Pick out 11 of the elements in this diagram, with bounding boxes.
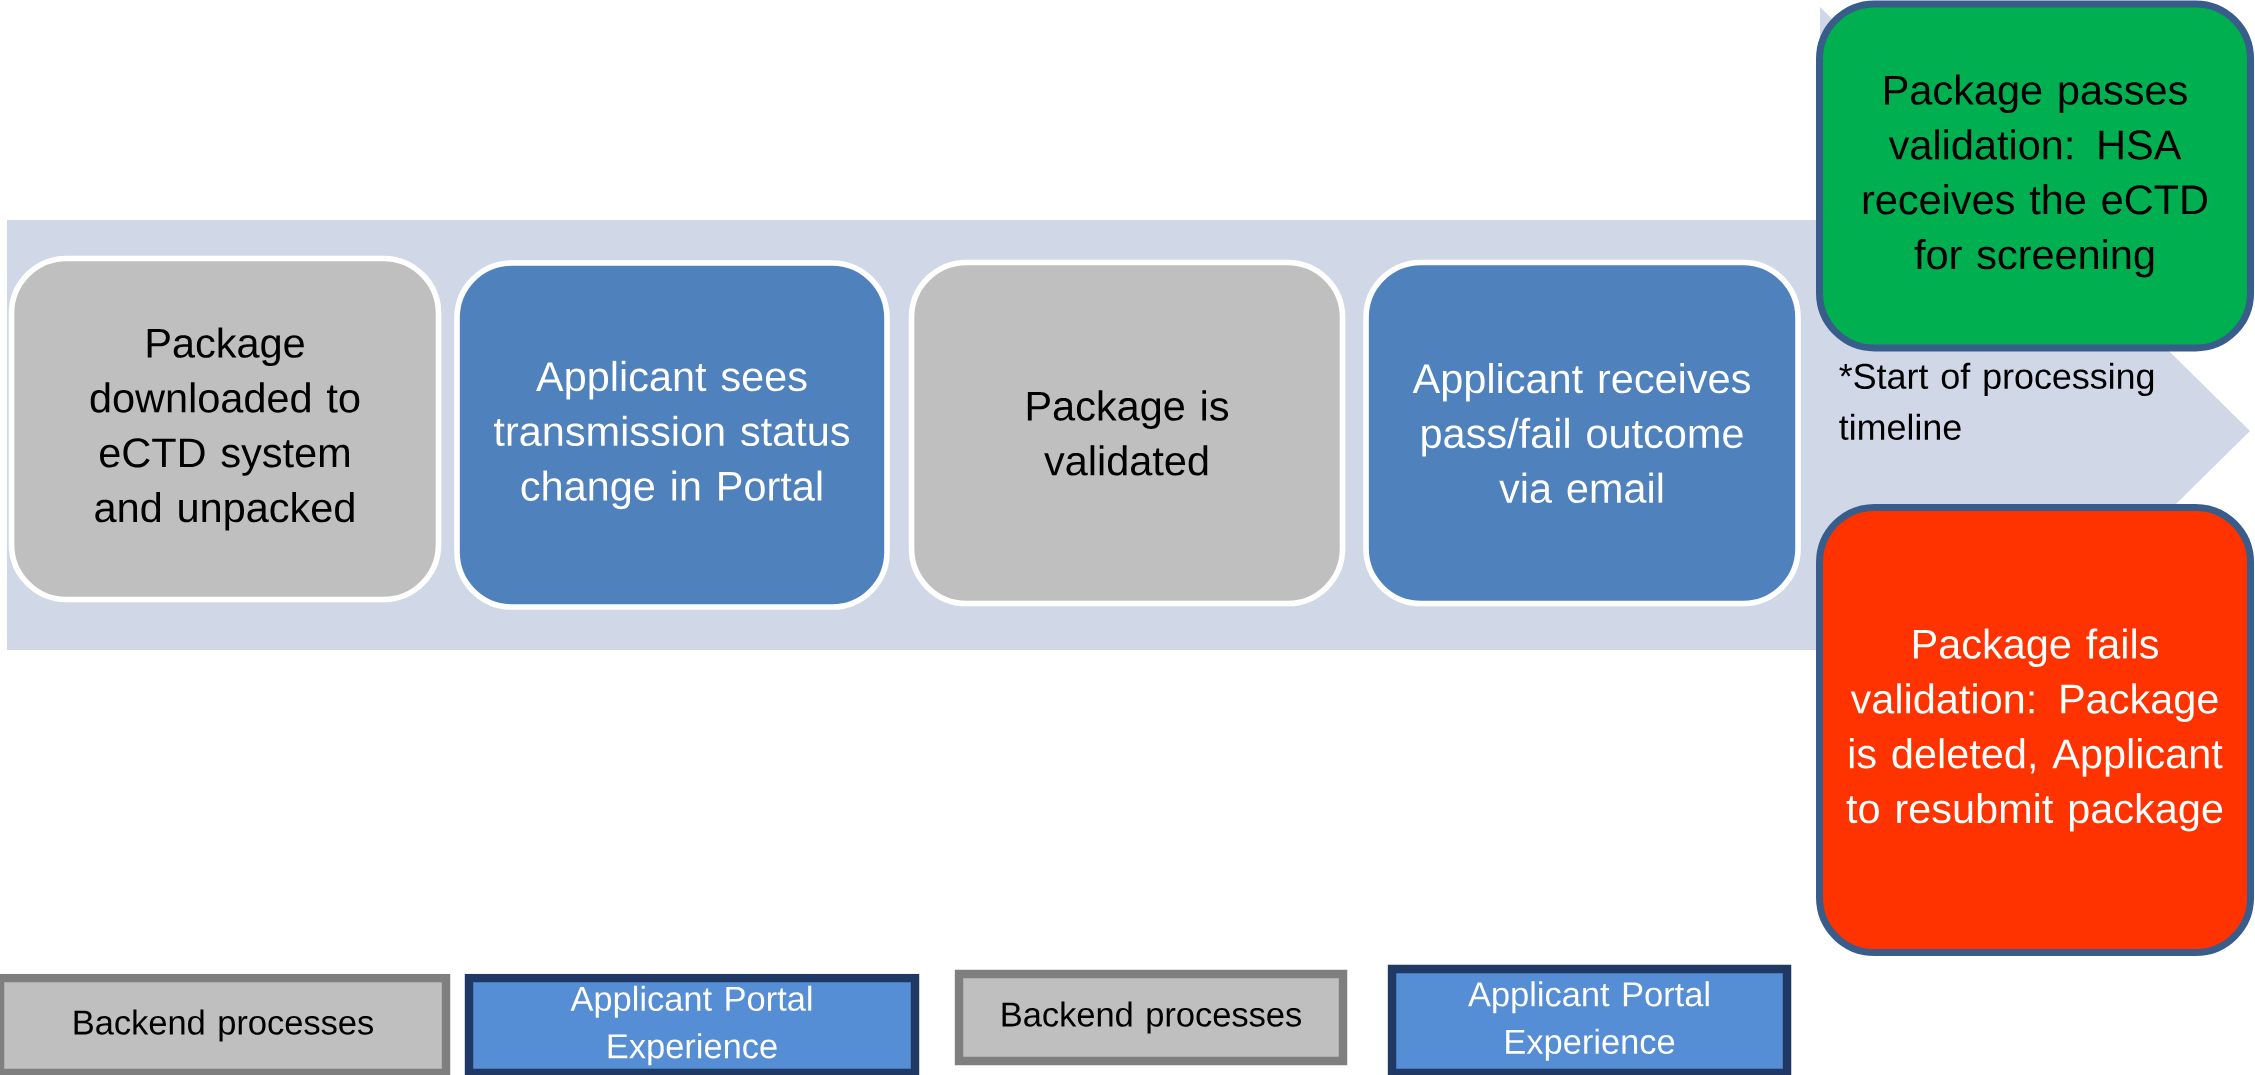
process-box: Applicant receives pass/fail outcome via email: [1363, 259, 1801, 607]
legend-box: Applicant Portal Experience: [1387, 964, 1792, 1075]
process-box: Applicant sees transmission status change in Portal: [454, 260, 890, 610]
outcome-box: Package passes validation: HSA receives the eCTD for screening: [1816, 0, 2255, 352]
legend-box: Applicant Portal Experience: [464, 973, 920, 1075]
process-box: Package downloaded to eCTD system and unpacked: [8, 255, 442, 603]
process-box: Package is validated: [908, 259, 1346, 607]
note-text: *Start of processing timeline: [1839, 362, 2154, 440]
legend-box: Backend processes: [0, 973, 451, 1075]
legend-box: Backend processes: [954, 969, 1348, 1066]
outcome-box: Package fails validation: Package is deleted, Applicant to resubmit package: [1816, 503, 2255, 956]
